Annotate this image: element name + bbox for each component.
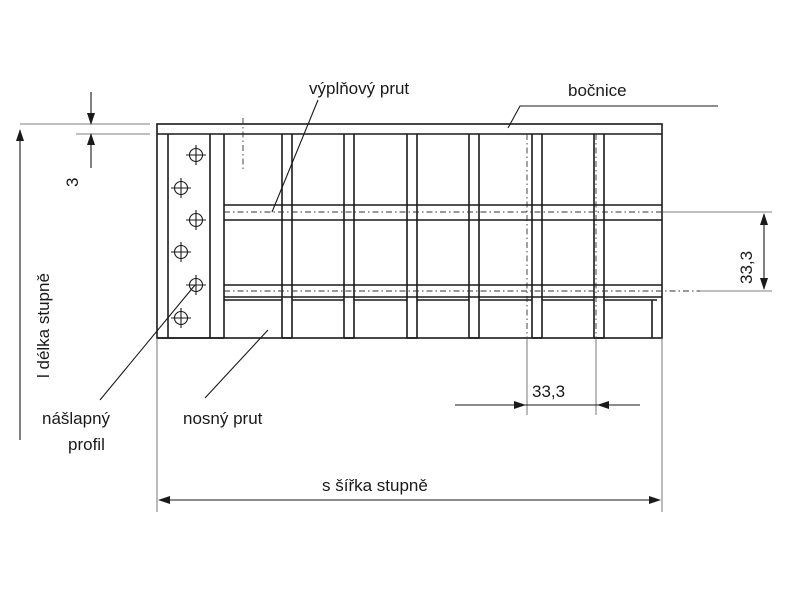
vertical-pitch-dimension	[662, 211, 772, 292]
nosing-profile	[167, 134, 225, 338]
bearing-bar	[531, 134, 543, 339]
side-member-label: bočnice	[568, 81, 627, 100]
crosshair-bolt-icon	[186, 210, 206, 230]
crosshair-bolt-icon	[186, 275, 206, 295]
horizontal-pitch-label: 33,3	[532, 382, 565, 401]
bolt-column	[171, 145, 206, 328]
crosshair-bolt-icon	[171, 242, 191, 262]
crosshair-bolt-icon	[186, 145, 206, 165]
crosshair-bolt-icon	[171, 178, 191, 198]
horizontal-pitch-dimension	[455, 338, 640, 415]
bearing-bar	[281, 134, 293, 339]
bearing-bar	[406, 134, 418, 339]
filler-bar-label: výplňový prut	[309, 79, 409, 98]
vertical-pitch-label: 33,3	[737, 251, 756, 284]
bearing-bar	[593, 134, 605, 339]
step-length-dimension	[16, 123, 76, 440]
nosing-profile-label-2: profil	[68, 435, 105, 454]
side-member-frame	[156, 123, 663, 339]
bearing-bar-label: nosný prut	[183, 409, 263, 428]
thickness-label: 3	[63, 178, 82, 187]
filler-bars	[224, 204, 700, 298]
leader-lines	[99, 99, 718, 401]
bearing-bar	[468, 134, 480, 339]
nosing-profile-label-1: nášlapný	[42, 409, 111, 428]
step-width-label: s šířka stupně	[322, 476, 428, 495]
step-length-label: l délka stupně	[34, 273, 53, 378]
thickness-dimension	[76, 92, 150, 168]
bearing-bar	[343, 134, 355, 339]
bearing-bars	[157, 118, 657, 339]
step-width-dimension	[156, 338, 663, 512]
crosshair-bolt-icon	[171, 308, 191, 328]
